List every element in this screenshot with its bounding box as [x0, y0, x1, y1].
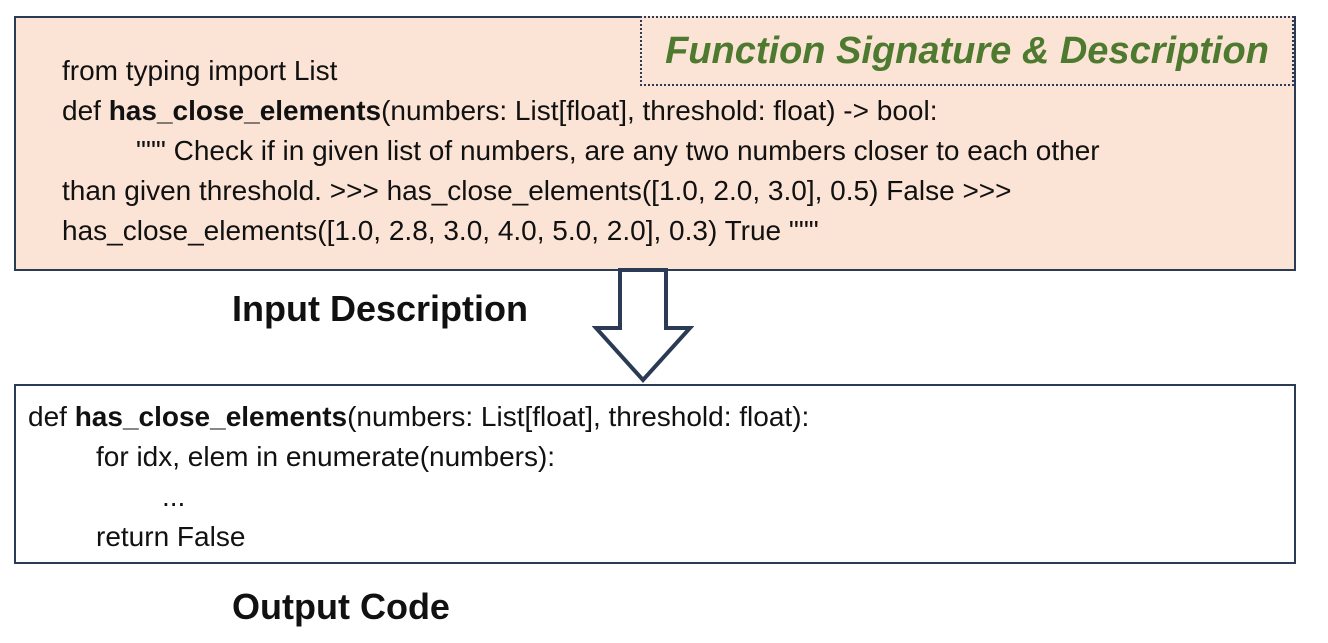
input-line-3: """ Check if in given list of numbers, a… [136, 135, 1100, 166]
output-line-1-pre: def [28, 401, 75, 432]
function-signature-tag-text: Function Signature & Description [665, 29, 1269, 72]
input-line-4: than given threshold. >>> has_close_elem… [62, 175, 1012, 206]
input-line-2-pre: def [62, 95, 109, 126]
output-code-label: Output Code [232, 586, 450, 627]
input-line-2-post: (numbers: List[float], threshold: float)… [381, 95, 938, 126]
down-arrow-icon [592, 268, 694, 383]
input-line-1: from typing import List [62, 55, 338, 86]
output-code-panel [14, 384, 1296, 564]
input-line-2: def has_close_elements(numbers: List[flo… [62, 94, 937, 128]
output-function-name: has_close_elements [74, 401, 348, 432]
input-description-label: Input Description [232, 288, 528, 329]
output-line-1-post: (numbers: List[float], threshold: float)… [347, 401, 810, 432]
function-signature-tag: Function Signature & Description [640, 16, 1294, 86]
input-function-name: has_close_elements [108, 95, 382, 126]
output-line-3: ... [162, 481, 186, 512]
input-line-5: has_close_elements([1.0, 2.8, 3.0, 4.0, … [62, 215, 819, 246]
output-line-4: return False [96, 521, 246, 552]
output-line-1: def has_close_elements(numbers: List[flo… [28, 400, 809, 434]
output-line-2: for idx, elem in enumerate(numbers): [96, 441, 556, 472]
